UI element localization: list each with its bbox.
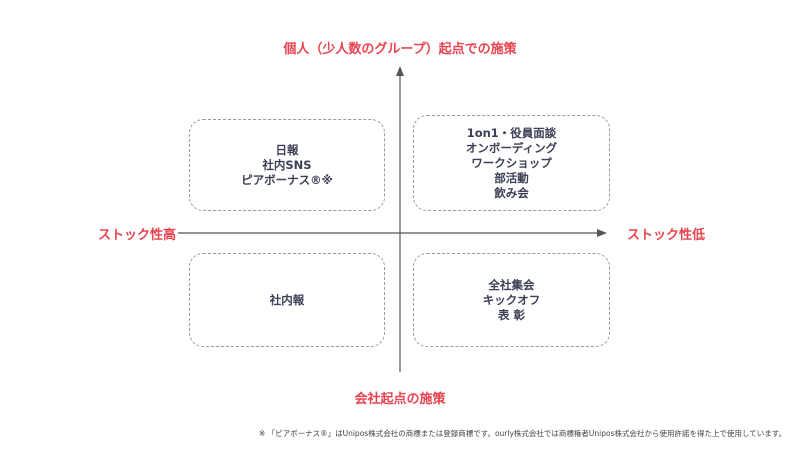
horizontal-axis-arrow (597, 229, 607, 237)
quadrant-item: 飲み会 (494, 185, 529, 200)
quadrant-item: 表 彰 (497, 307, 525, 322)
quadrant-item: 社内報 (269, 292, 305, 307)
quadrant-item: オンボーディング (465, 140, 558, 155)
quadrant-item: キックオフ (482, 292, 541, 307)
axis-label-right: ストック性低 (627, 228, 706, 243)
quadrant-top-left: 日報 社内SNS ピアボーナス®※ (189, 119, 385, 211)
axis-label-bottom: 会社起点の施策 (354, 392, 446, 407)
quadrant-bottom-right: 全社集会 キックオフ 表 彰 (413, 253, 610, 347)
axis-label-top: 個人（少人数のグループ）起点での施策 (283, 42, 517, 57)
vertical-axis-arrow (396, 66, 404, 76)
quadrant-top-right: 1on1・役員面談 オンボーディング ワークショップ 部活動 飲み会 (413, 115, 610, 211)
quadrant-item: 部活動 (494, 170, 529, 185)
quadrant-bottom-left: 社内報 (189, 253, 385, 347)
quadrant-item: ワークショップ (471, 155, 552, 170)
quadrant-item: ピアボーナス®※ (241, 172, 333, 187)
axis-label-left: ストック性高 (98, 228, 177, 243)
quadrant-item: 社内SNS (262, 157, 312, 172)
quadrant-item: 1on1・役員面談 (466, 125, 557, 140)
quadrant-item: 全社集会 (488, 277, 535, 292)
quadrant-item: 日報 (275, 142, 299, 157)
footnote: ※ 「ピアボーナス®」はUnipos株式会社の商標または登録商標です。ourly… (258, 429, 786, 438)
